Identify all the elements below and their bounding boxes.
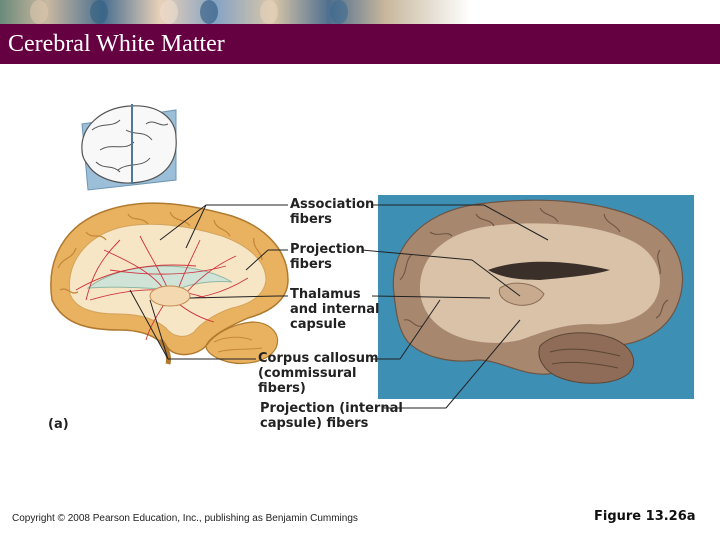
brain-illustration bbox=[50, 202, 289, 365]
label-corpus-callosum: Corpus callosum (commissural fibers) bbox=[258, 351, 379, 396]
title-bar: Cerebral White Matter bbox=[0, 24, 720, 64]
slide-title: Cerebral White Matter bbox=[8, 31, 225, 57]
figure-number: Figure 13.26a bbox=[594, 509, 696, 524]
brain-orientation-inset bbox=[81, 104, 177, 191]
label-association-fibers: Association fibers bbox=[290, 197, 375, 227]
decorative-photo-strip bbox=[0, 0, 470, 24]
panel-label: (a) bbox=[48, 417, 69, 432]
copyright-notice: Copyright © 2008 Pearson Education, Inc.… bbox=[12, 513, 358, 524]
label-projection-internal-capsule-fibers: Projection (internal capsule) fibers bbox=[260, 401, 403, 431]
leader-lines bbox=[129, 204, 549, 409]
label-thalamus-internal-capsule: Thalamus and internal capsule bbox=[290, 287, 380, 332]
label-projection-fibers: Projection fibers bbox=[290, 242, 365, 272]
